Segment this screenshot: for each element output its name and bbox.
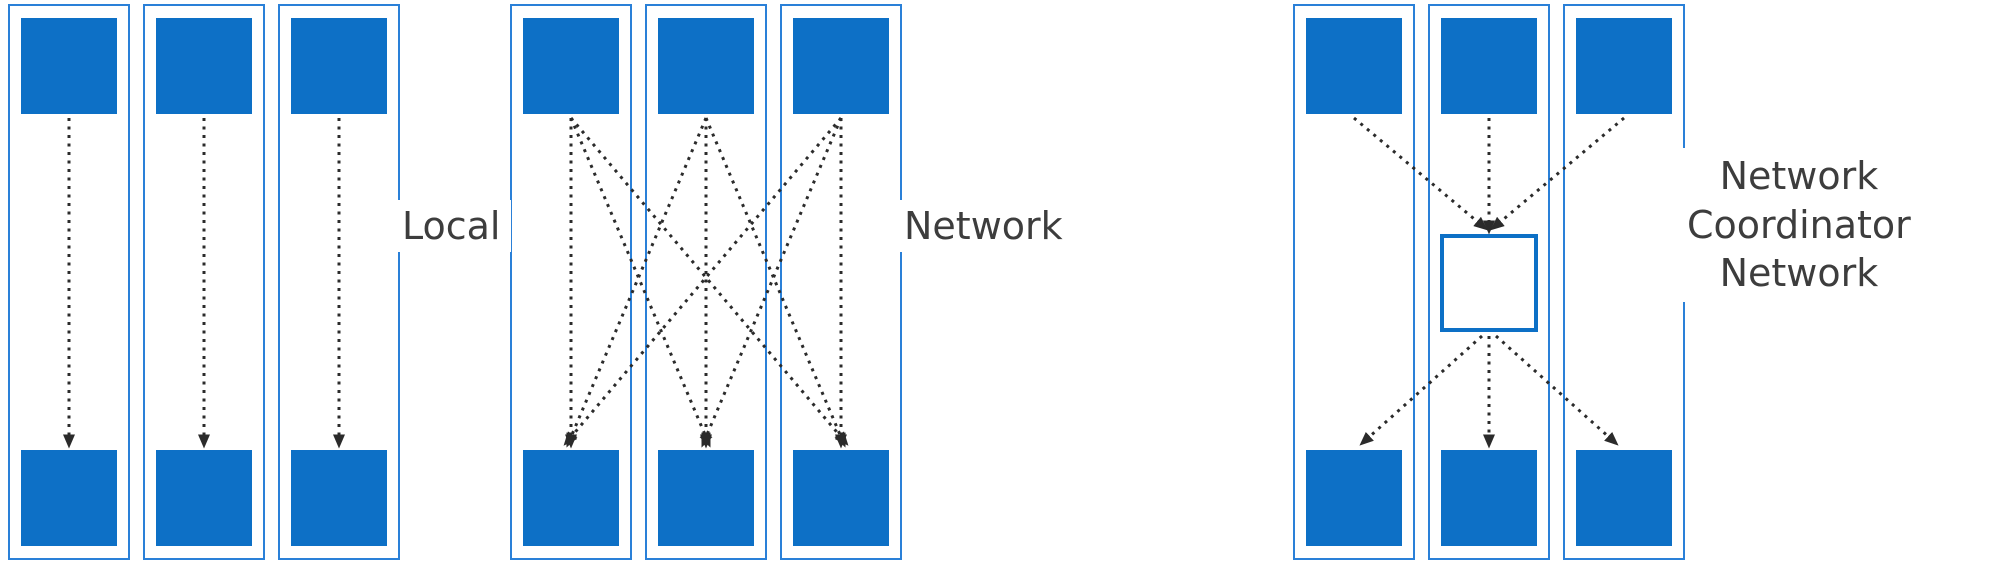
top-node	[793, 18, 889, 114]
label-line-3: Network	[1719, 251, 1879, 296]
label-local: Local	[392, 200, 511, 252]
bottom-node	[1576, 450, 1672, 546]
top-node	[291, 18, 387, 114]
bottom-node	[156, 450, 252, 546]
network-column-1	[510, 4, 632, 560]
top-node	[658, 18, 754, 114]
bottom-node	[291, 450, 387, 546]
local-column-2	[143, 4, 265, 560]
top-node	[21, 18, 117, 114]
coordinator-column-3	[1563, 4, 1685, 560]
bottom-node	[21, 450, 117, 546]
bottom-node	[793, 450, 889, 546]
label-line-1: Network	[1719, 154, 1879, 198]
local-column-1	[8, 4, 130, 560]
label-network-text: Network	[904, 204, 1063, 248]
bottom-node	[1306, 450, 1402, 546]
label-network: Network	[894, 200, 1073, 252]
bottom-node	[523, 450, 619, 546]
top-node	[1306, 18, 1402, 114]
bottom-node	[658, 450, 754, 546]
label-local-text: Local	[402, 204, 501, 248]
top-node	[523, 18, 619, 114]
bottom-node	[1441, 450, 1537, 546]
coordinator-node	[1440, 234, 1538, 332]
local-column-3	[278, 4, 400, 560]
label-line-2: Coordinator	[1687, 202, 1911, 247]
network-column-2	[645, 4, 767, 560]
network-column-3	[780, 4, 902, 560]
label-network-coordinator-network: Network Coordinator Network	[1677, 148, 1921, 302]
top-node	[1441, 18, 1537, 114]
coordinator-column-1	[1293, 4, 1415, 560]
top-node	[1576, 18, 1672, 114]
top-node	[156, 18, 252, 114]
